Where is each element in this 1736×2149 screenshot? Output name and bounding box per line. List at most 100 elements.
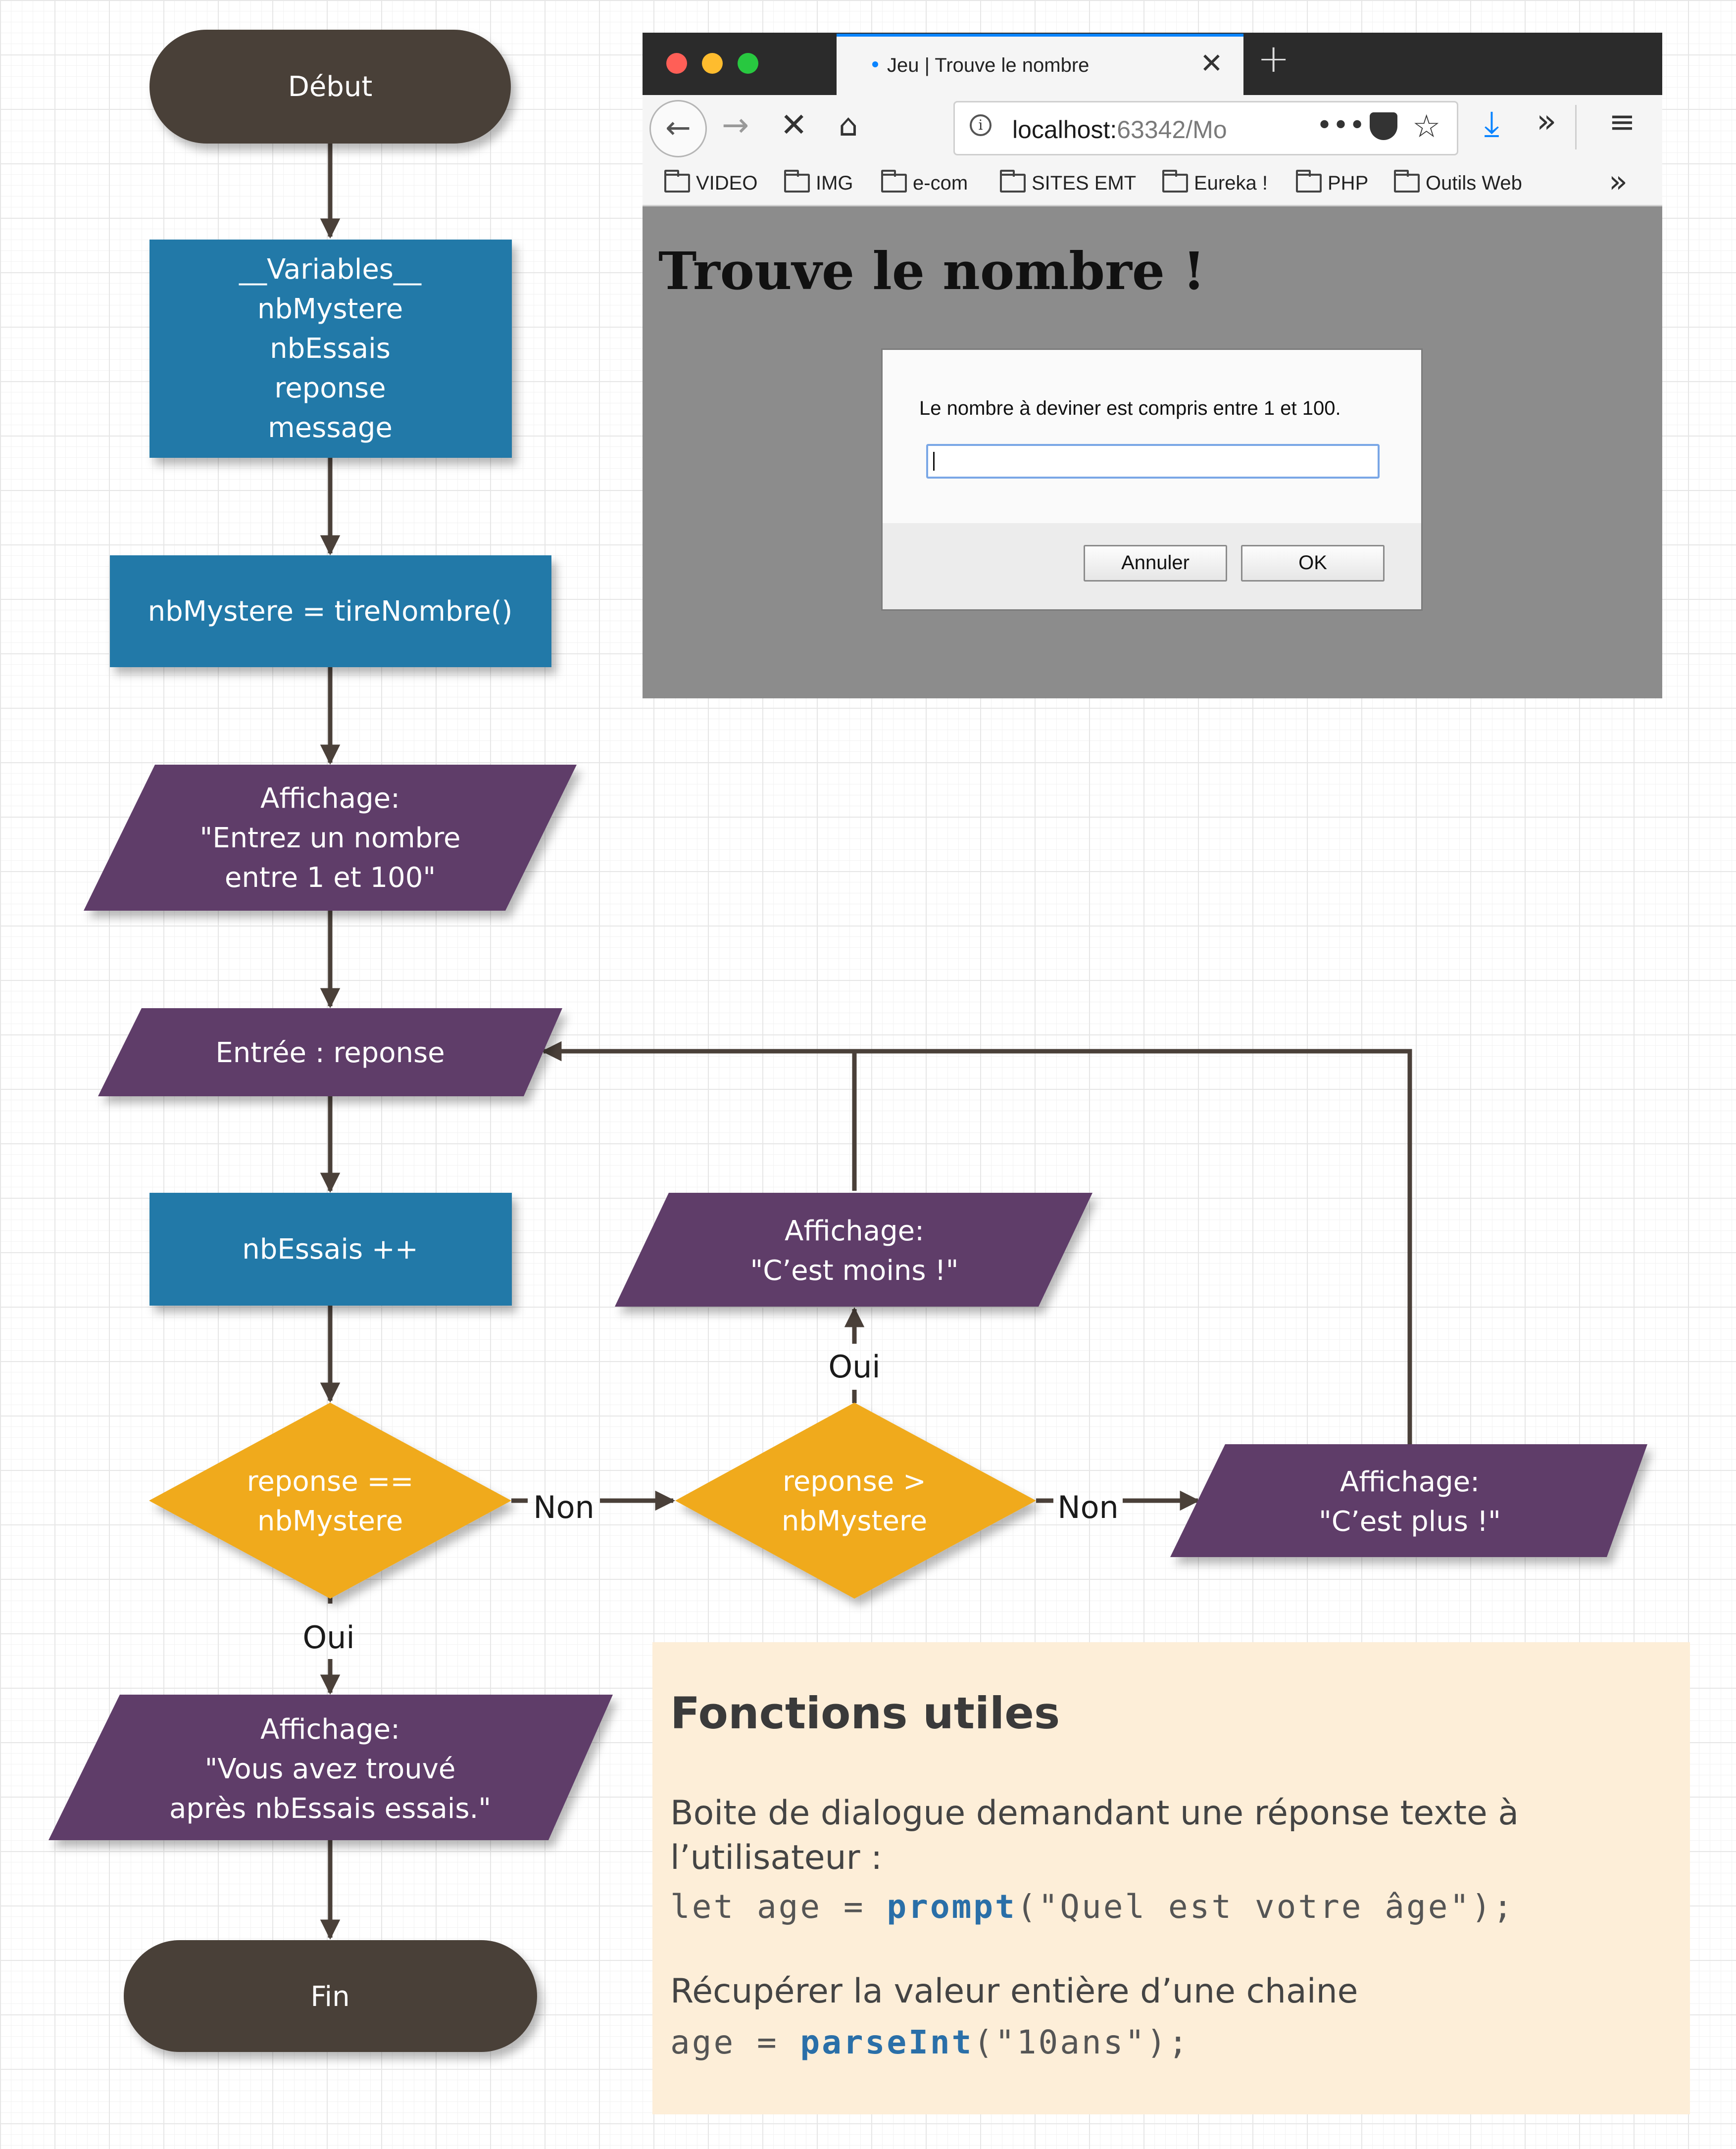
- bookmark-img[interactable]: IMG: [784, 170, 853, 195]
- code-text: ("10ans");: [973, 2023, 1190, 2061]
- new-tab-icon[interactable]: +: [1257, 37, 1290, 81]
- assign-label: nbMystere = tireNombre(): [148, 595, 513, 628]
- display-more-io: [1170, 1444, 1647, 1557]
- code-text: ("Quel est votre âge");: [1016, 1888, 1515, 1926]
- display-found-line-1: Affichage:: [260, 1713, 400, 1746]
- variables-header: __Variables__: [239, 253, 422, 286]
- bookmark-label: VIDEO: [696, 172, 758, 194]
- folder-icon: [1000, 170, 1026, 193]
- more-actions-icon[interactable]: •••: [1316, 109, 1366, 142]
- bookmark-star-icon[interactable]: ☆: [1412, 108, 1441, 145]
- back-icon[interactable]: ←: [649, 100, 707, 157]
- prompt-dialog: Le nombre à deviner est compris entre 1 …: [881, 348, 1423, 611]
- display-less-line-2: "C’est moins !": [750, 1255, 958, 1287]
- bookmark-sites-emt[interactable]: SITES EMT: [1000, 170, 1136, 195]
- forward-icon[interactable]: →: [722, 106, 749, 144]
- useful-functions-box: Fonctions utiles Boite de dialogue deman…: [652, 1642, 1690, 2114]
- stop-icon[interactable]: ✕: [780, 106, 808, 144]
- pocket-icon[interactable]: [1370, 112, 1397, 140]
- folder-icon: [1394, 170, 1420, 193]
- navigation-bar: ← → ✕ ⌂ i localhost:63342/Mo ••• ☆ ⤓ » ≡: [643, 95, 1662, 162]
- overflow-icon[interactable]: »: [1537, 102, 1557, 140]
- zoom-window-button[interactable]: [738, 53, 758, 74]
- end-terminal: [124, 1940, 537, 2052]
- variable-message: message: [268, 412, 393, 444]
- url-host: localhost:: [1012, 116, 1117, 144]
- display-found-line-3: après nbEssais essais.": [169, 1793, 491, 1825]
- menu-icon[interactable]: ≡: [1609, 104, 1636, 141]
- decision-equal: [149, 1403, 511, 1599]
- decision-greater: [675, 1403, 1036, 1599]
- label-oui-greater: Oui: [828, 1349, 880, 1385]
- increment-label: nbEssais ++: [242, 1233, 418, 1266]
- variable-reponse: reponse: [274, 372, 386, 404]
- minimize-window-button[interactable]: [702, 53, 723, 74]
- decision-equal-line-1: reponse ==: [247, 1465, 414, 1498]
- folder-icon: [1296, 170, 1322, 193]
- variables-process: [149, 240, 512, 458]
- url-bar[interactable]: i localhost:63342/Mo ••• ☆: [953, 101, 1458, 155]
- prompt-description-line-2: l’utilisateur :: [670, 1838, 883, 1877]
- label-non-2: Non: [1057, 1489, 1119, 1525]
- title-bar: Jeu | Trouve le nombre ✕ +: [643, 33, 1662, 95]
- folder-icon: [784, 170, 810, 193]
- bookmark-label: Outils Web: [1426, 172, 1522, 194]
- page-title: Trouve le nombre !: [658, 241, 1205, 301]
- variable-nbmystere: nbMystere: [257, 293, 403, 325]
- bookmark-eureka[interactable]: Eureka !: [1162, 170, 1268, 195]
- bookmark-php[interactable]: PHP: [1296, 170, 1369, 195]
- display-less-io: [615, 1193, 1092, 1307]
- info-title: Fonctions utiles: [670, 1688, 1060, 1739]
- start-terminal: [149, 30, 511, 144]
- info-icon[interactable]: i: [970, 114, 992, 136]
- prompt-input[interactable]: [926, 444, 1380, 479]
- end-label: Fin: [310, 1981, 349, 2013]
- tab-title: Jeu | Trouve le nombre: [887, 54, 1090, 76]
- dialog-message: Le nombre à deviner est compris entre 1 …: [919, 397, 1341, 419]
- code-function-name: prompt: [887, 1888, 1017, 1926]
- tab-close-icon[interactable]: ✕: [1200, 48, 1223, 80]
- cancel-button[interactable]: Annuler: [1084, 545, 1227, 582]
- bookmark-label: PHP: [1328, 172, 1369, 194]
- bookmark-ecom[interactable]: e-com: [881, 170, 968, 195]
- folder-icon: [881, 170, 907, 193]
- dialog-body: Le nombre à deviner est compris entre 1 …: [883, 350, 1421, 523]
- display-more-line-2: "C’est plus !": [1319, 1506, 1501, 1538]
- display-less-line-1: Affichage:: [785, 1215, 924, 1247]
- label-oui-equal: Oui: [302, 1619, 354, 1656]
- download-icon[interactable]: ⤓: [1484, 103, 1499, 144]
- folder-icon: [1162, 170, 1188, 193]
- display-prompt-io: [84, 765, 577, 911]
- code-function-name: parseInt: [800, 2023, 974, 2061]
- bookmarks-overflow-icon[interactable]: »: [1609, 163, 1628, 199]
- folder-icon: [664, 170, 690, 193]
- display-more-line-1: Affichage:: [1340, 1466, 1480, 1498]
- tab-active[interactable]: Jeu | Trouve le nombre ✕: [837, 34, 1243, 95]
- decision-greater-line-1: reponse >: [783, 1465, 926, 1498]
- decision-equal-line-2: nbMystere: [257, 1505, 403, 1537]
- display-prompt-line-1: Affichage:: [260, 782, 400, 815]
- bookmark-outils-web[interactable]: Outils Web: [1394, 170, 1522, 195]
- parseint-description: Récupérer la valeur entière d’une chaine: [670, 1972, 1358, 2011]
- ok-button[interactable]: OK: [1241, 545, 1385, 582]
- connector-more-loop: [541, 1041, 1412, 1444]
- bookmark-video[interactable]: VIDEO: [664, 170, 758, 195]
- input-label: Entrée : reponse: [215, 1037, 445, 1069]
- browser-window: Jeu | Trouve le nombre ✕ + ← → ✕ ⌂ i loc…: [643, 33, 1662, 698]
- bookmarks-bar: VIDEO IMG e-com SITES EMT Eureka ! PHP O…: [643, 162, 1662, 206]
- home-icon[interactable]: ⌂: [839, 107, 858, 143]
- close-window-button[interactable]: [666, 53, 687, 74]
- bookmark-label: IMG: [816, 172, 853, 194]
- start-label: Début: [288, 71, 373, 103]
- assign-process: [110, 555, 551, 667]
- decision-greater-line-2: nbMystere: [782, 1505, 927, 1537]
- loading-dot-icon: [872, 61, 878, 67]
- prompt-code: let age = prompt("Quel est votre âge");: [670, 1888, 1515, 1926]
- url-path: 63342/Mo: [1117, 116, 1227, 144]
- label-non-1: Non: [533, 1489, 595, 1525]
- toolbar-divider: [1575, 105, 1577, 149]
- prompt-description-line-1: Boite de dialogue demandant une réponse …: [670, 1794, 1519, 1833]
- bookmark-label: e-com: [913, 172, 968, 194]
- bookmark-label: Eureka !: [1194, 172, 1268, 194]
